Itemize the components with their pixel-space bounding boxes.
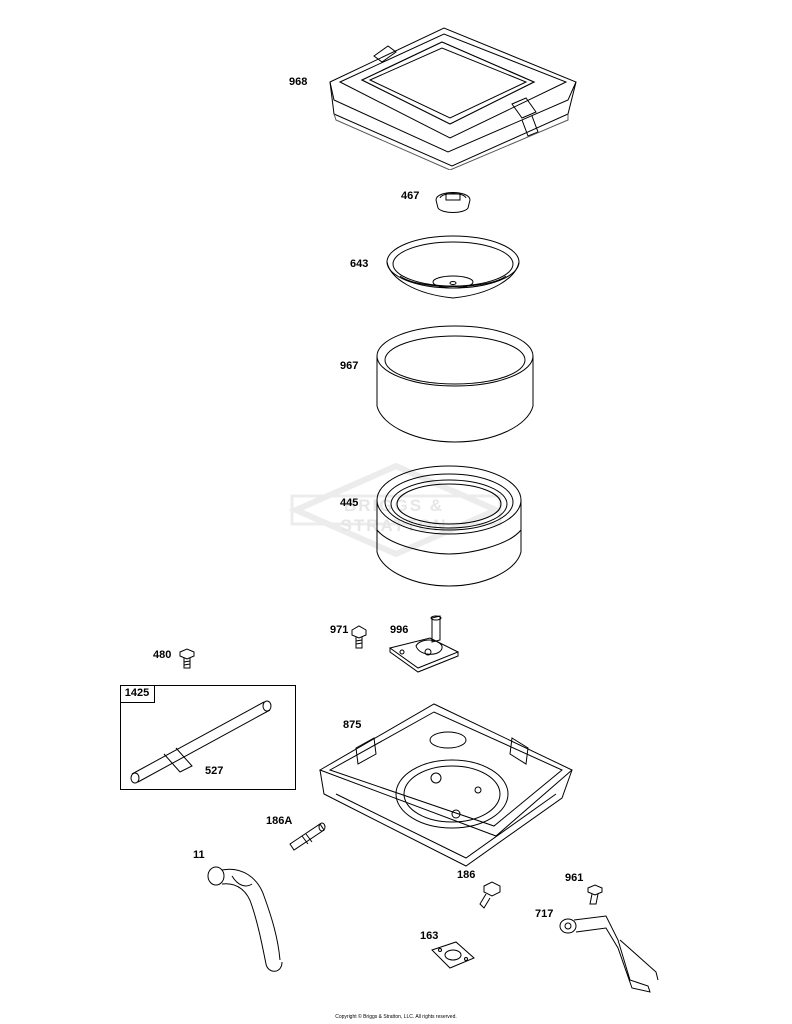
callout-971: 971 — [330, 624, 349, 636]
hose-icon — [207, 866, 283, 972]
gasket-icon — [431, 941, 475, 969]
callout-186: 186 — [457, 869, 476, 881]
callout-11: 11 — [193, 849, 205, 861]
callout-875: 875 — [343, 719, 362, 731]
copyright-text: Copyright © Briggs & Stratton, LLC. All … — [335, 1014, 457, 1020]
screw-icon — [587, 884, 603, 905]
callout-467: 467 — [401, 190, 420, 202]
callout-163: 163 — [420, 930, 439, 942]
callout-480: 480 — [153, 649, 172, 661]
air-cleaner-cover-icon — [329, 27, 577, 170]
callout-996: 996 — [390, 624, 409, 636]
callout-186A: 186A — [266, 815, 293, 827]
callout-968: 968 — [289, 76, 308, 88]
briggs-logo-watermark — [288, 462, 504, 558]
fitting-icon — [479, 881, 501, 909]
screw-icon — [351, 625, 367, 649]
callout-961: 961 — [565, 872, 584, 884]
bracket-stud-icon — [388, 615, 460, 673]
knob-icon — [435, 192, 471, 213]
fitting-icon — [289, 822, 326, 851]
callout-1425: 1425 — [120, 685, 155, 703]
callout-445: 445 — [340, 497, 359, 509]
screw-icon — [179, 648, 195, 669]
callout-717: 717 — [535, 908, 554, 920]
cover-plate-icon — [386, 235, 520, 299]
tube-icon — [130, 700, 272, 784]
pre-cleaner-icon — [376, 325, 534, 443]
callout-643: 643 — [350, 258, 369, 270]
air-cleaner-base-icon — [318, 703, 573, 867]
bracket-icon — [559, 915, 659, 993]
air-filter-cartridge-icon — [376, 465, 522, 587]
callout-967: 967 — [340, 360, 359, 372]
callout-527: 527 — [205, 765, 224, 777]
kit-box — [120, 685, 296, 790]
